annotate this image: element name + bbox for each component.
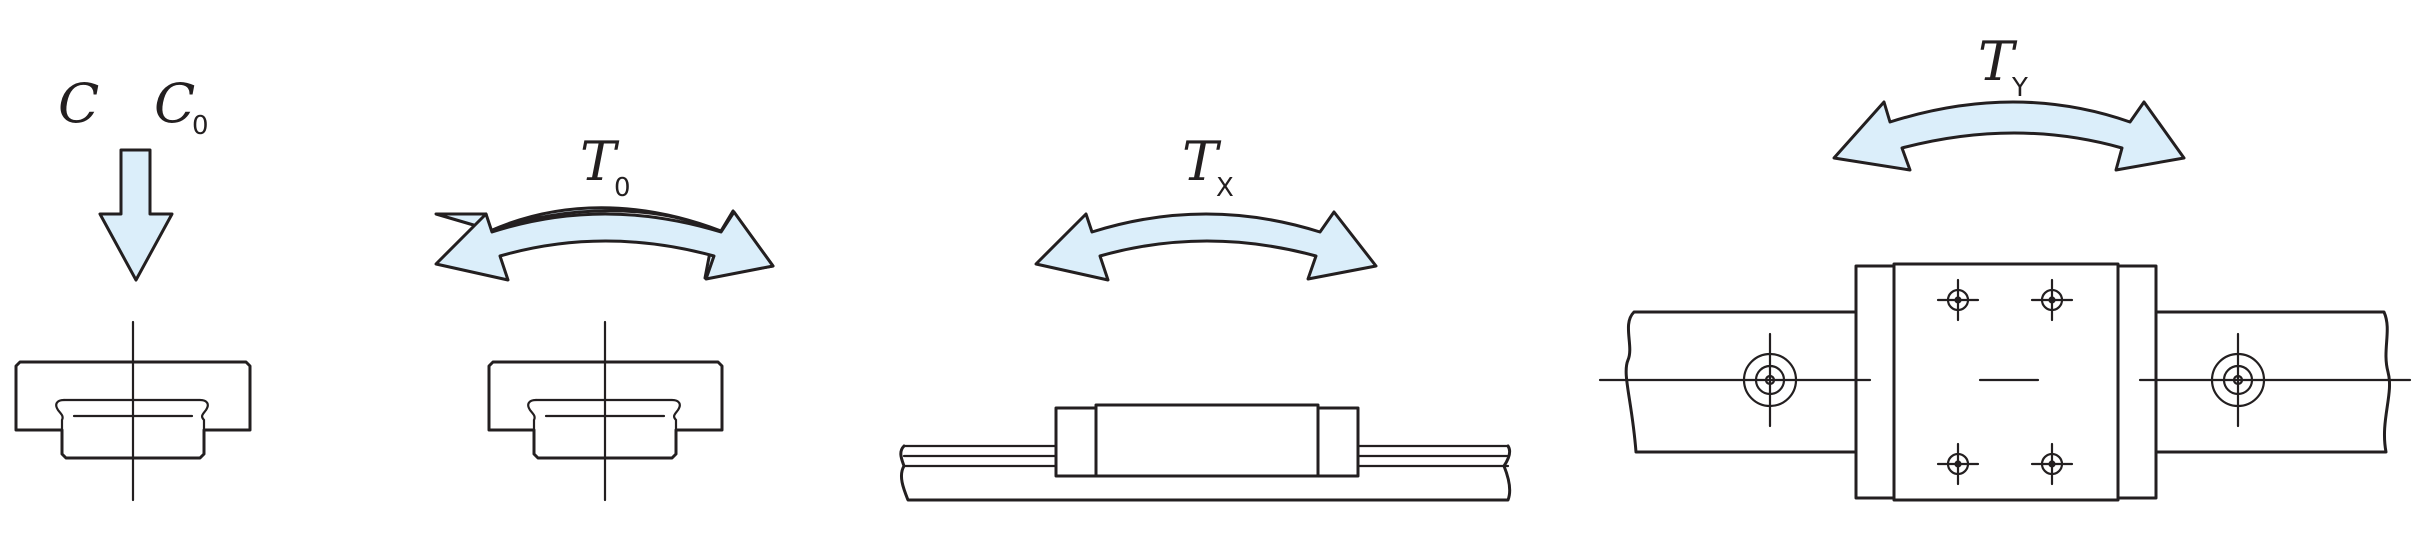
curved-double-arrow-tx — [1034, 210, 1378, 282]
label-c0: C — [154, 72, 195, 135]
label-ty: T — [1978, 30, 2018, 93]
curved-double-arrow-ty — [1832, 100, 2186, 172]
downward-load-arrow — [98, 148, 174, 282]
panel-moment-ty: T Y — [1598, 30, 2412, 502]
rail-bolt-hole-left — [1742, 332, 1798, 428]
label-c: C — [58, 72, 99, 135]
block-mounting-holes — [1936, 278, 2074, 486]
label-t0: T — [580, 130, 620, 193]
profile-view-block-2 — [487, 320, 724, 502]
label-tx: T — [1182, 130, 1222, 193]
top-view-rail-and-block — [1598, 262, 2412, 502]
side-view-rail-and-block — [899, 403, 1512, 502]
profile-view-block-1 — [14, 320, 252, 502]
panel-moment-t0: T 0 — [434, 130, 775, 502]
rail-bolt-hole-right — [2210, 332, 2266, 428]
panel-radial-load: C C 0 — [14, 72, 252, 502]
label-ty-subscript: Y — [2011, 73, 2028, 103]
label-t0-subscript: 0 — [614, 173, 631, 203]
label-c0-subscript: 0 — [192, 111, 209, 141]
label-tx-subscript: X — [1216, 173, 1234, 203]
panel-moment-tx: T X — [899, 130, 1512, 502]
